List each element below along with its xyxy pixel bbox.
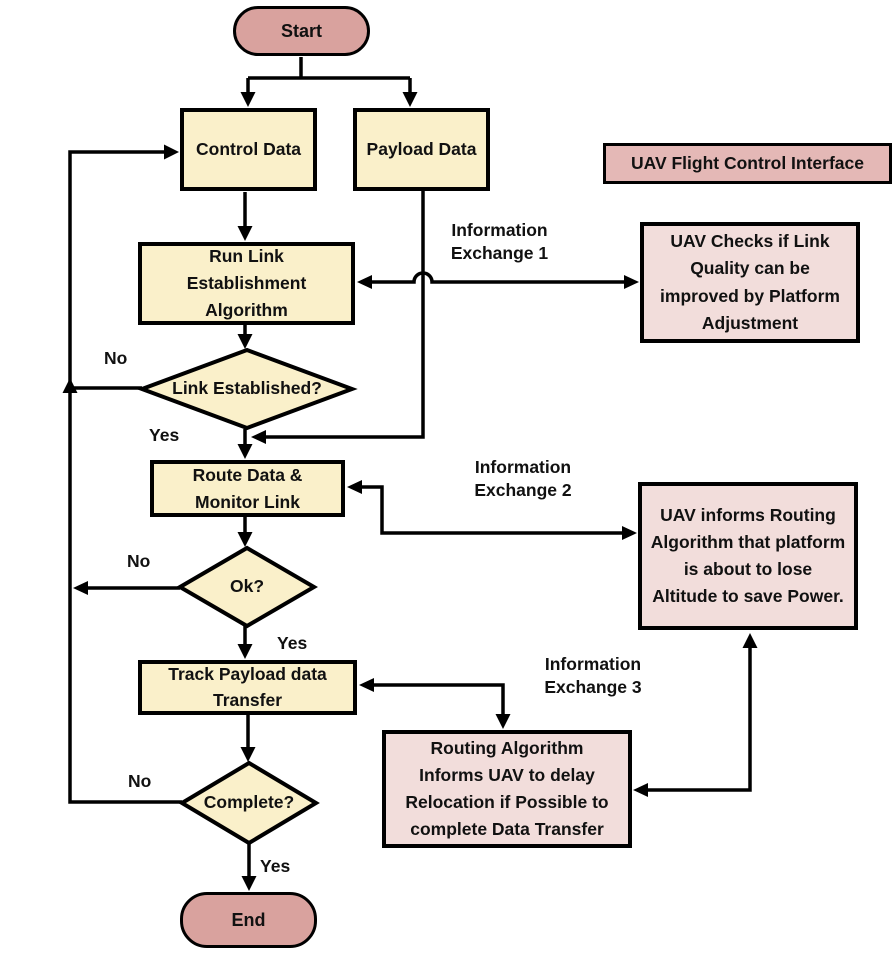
arrow-into-linkdiamond (237, 334, 253, 349)
interface-title-label: UAV Flight Control Interface (630, 153, 864, 174)
node-end: End (180, 892, 317, 948)
label-complete-yes: Yes (260, 856, 291, 876)
arrow-into-complete (240, 747, 256, 762)
arrow-into-routingbox (633, 783, 648, 797)
arrow-into-control-left (164, 144, 179, 160)
arrow-ie2-left (347, 480, 362, 494)
arrow-into-route (237, 444, 253, 459)
node-route-data: Route Data & Monitor Link (150, 460, 345, 517)
interface-title: UAV Flight Control Interface (603, 143, 892, 184)
diamond-ok-label: Ok? (229, 576, 265, 596)
node-payload-data-label: Payload Data (366, 139, 477, 160)
node-control-data-label: Control Data (196, 139, 301, 160)
diamond-link-established (136, 347, 358, 431)
arrow-ie1-right (624, 275, 639, 289)
node-track-payload-label: Track Payload data Transfer (168, 664, 327, 710)
node-route-data-label: Route Data & Monitor Link (192, 465, 303, 512)
label-info-exchange-2: Information Exchange 2 (474, 457, 572, 500)
diamond-complete-label: Complete? (203, 792, 295, 812)
node-control-data: Control Data (180, 108, 317, 191)
node-uav-checks: UAV Checks if Link Quality can be improv… (640, 222, 860, 343)
label-link-yes: Yes (149, 425, 180, 445)
arrow-ie3-down (495, 714, 511, 729)
node-start-label: Start (280, 20, 322, 41)
arrow-return-merge-up (62, 378, 78, 393)
arrow-ie3-left (359, 678, 374, 692)
node-uav-informs-label: UAV informs Routing Algorithm that platf… (650, 504, 846, 607)
node-uav-checks-label: UAV Checks if Link Quality can be improv… (660, 231, 840, 333)
node-uav-informs: UAV informs Routing Algorithm that platf… (638, 482, 858, 630)
edge-return-upper (68, 150, 164, 390)
edge-info-exchange-1 (372, 271, 624, 284)
edge-return-lower (68, 392, 182, 804)
label-ok-no: No (127, 551, 151, 571)
edge-pinkboxes-link (648, 648, 752, 792)
label-link-no: No (104, 348, 128, 368)
diamond-complete (178, 760, 320, 846)
label-info-exchange-1: Information Exchange 1 (450, 220, 549, 263)
arrow-into-ok (237, 532, 253, 547)
node-start: Start (233, 6, 370, 56)
arrow-ie1-left (357, 275, 372, 289)
arrow-ie2-right (622, 526, 637, 540)
arrow-into-payload (402, 92, 418, 107)
edge-info-exchange-2 (362, 485, 622, 535)
node-routing-informs: Routing Algorithm Informs UAV to delay R… (382, 730, 632, 848)
diamond-ok (176, 545, 318, 629)
node-run-link-algorithm: Run Link Establishment Algorithm (138, 242, 355, 325)
arrow-okno-merge (73, 581, 88, 595)
label-info-exchange-3: Information Exchange 3 (544, 654, 642, 697)
node-payload-data: Payload Data (353, 108, 490, 191)
diamond-link-established-label: Link Established? (172, 378, 322, 398)
label-complete-no: No (128, 771, 152, 791)
node-run-link-label: Run Link Establishment Algorithm (186, 245, 307, 321)
arrow-into-control (240, 92, 256, 107)
edge-start-split (246, 57, 412, 95)
arrow-into-uavinforms-bottom (742, 633, 758, 648)
node-end-label: End (231, 909, 266, 930)
label-ok-yes: Yes (277, 633, 308, 653)
edge-info-exchange-3 (374, 683, 505, 714)
arrow-into-runlink-top (237, 226, 253, 241)
edge-payload-return (266, 191, 425, 439)
node-routing-informs-label: Routing Algorithm Informs UAV to delay R… (405, 737, 609, 840)
arrow-payload-merge (251, 430, 266, 444)
node-track-payload: Track Payload data Transfer (138, 660, 357, 715)
arrow-into-end (241, 876, 257, 891)
arrow-into-track (237, 644, 253, 659)
